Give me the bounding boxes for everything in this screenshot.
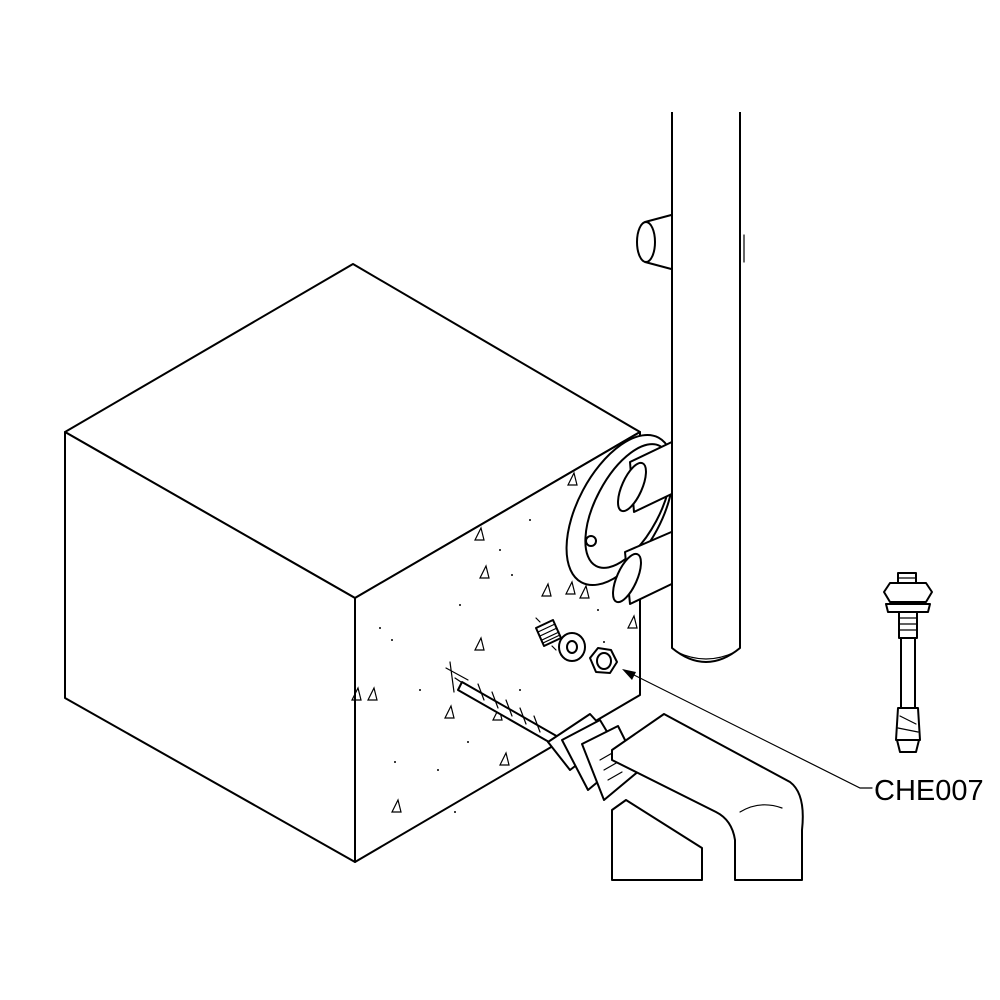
anchor-bolt-icon xyxy=(883,572,933,753)
washer-icon xyxy=(558,632,586,662)
drill-grip xyxy=(611,799,703,881)
concrete-texture xyxy=(351,471,638,813)
concrete-dots xyxy=(379,519,605,813)
nut-icon xyxy=(589,647,618,674)
post-tube-rim xyxy=(676,651,736,660)
drill-body-panel xyxy=(739,804,783,813)
drill xyxy=(445,661,804,881)
top-peg-end xyxy=(636,221,656,263)
anchor-hardware xyxy=(535,617,618,674)
callout-leader xyxy=(622,669,873,789)
drill-body xyxy=(611,713,804,881)
base-plate-hole xyxy=(585,535,597,547)
concrete-block xyxy=(64,263,641,863)
post-assembly xyxy=(565,112,745,663)
lower-stub-end xyxy=(612,552,642,604)
post-tube xyxy=(671,112,741,663)
upper-stub-end xyxy=(617,461,647,513)
part-code-label: CHE007 xyxy=(874,775,984,807)
